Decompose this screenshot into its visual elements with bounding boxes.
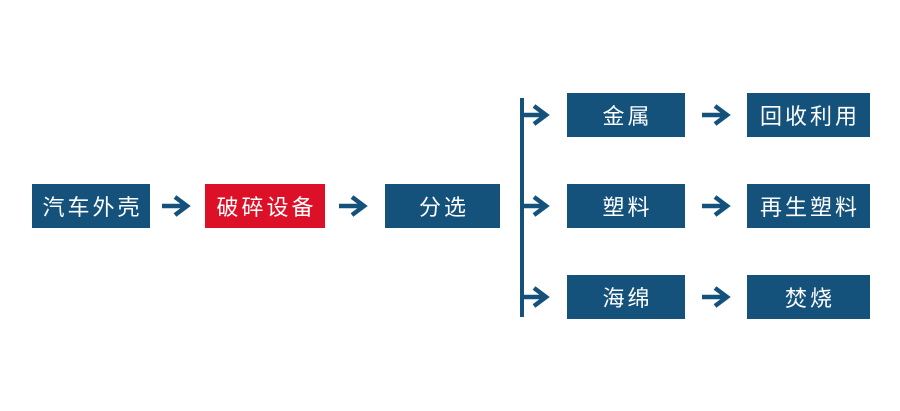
node-sponge: 海绵 bbox=[567, 275, 685, 319]
node-incineration: 焚烧 bbox=[747, 275, 870, 319]
node-plastic: 塑料 bbox=[567, 184, 685, 228]
arrow-right-icon bbox=[521, 195, 550, 217]
arrow-right-icon bbox=[521, 286, 550, 308]
node-recycling-reuse: 回收利用 bbox=[747, 93, 870, 137]
node-metal: 金属 bbox=[567, 93, 685, 137]
node-crushing-equipment: 破碎设备 bbox=[205, 184, 325, 228]
arrow-right-icon bbox=[702, 104, 731, 126]
node-recycled-plastic: 再生塑料 bbox=[747, 184, 870, 228]
node-sorting: 分选 bbox=[385, 184, 500, 228]
arrow-right-icon bbox=[521, 104, 550, 126]
arrow-right-icon bbox=[339, 195, 368, 217]
node-car-shell: 汽车外壳 bbox=[32, 184, 150, 228]
arrow-right-icon bbox=[162, 195, 191, 217]
arrow-right-icon bbox=[702, 286, 731, 308]
arrow-right-icon bbox=[702, 195, 731, 217]
